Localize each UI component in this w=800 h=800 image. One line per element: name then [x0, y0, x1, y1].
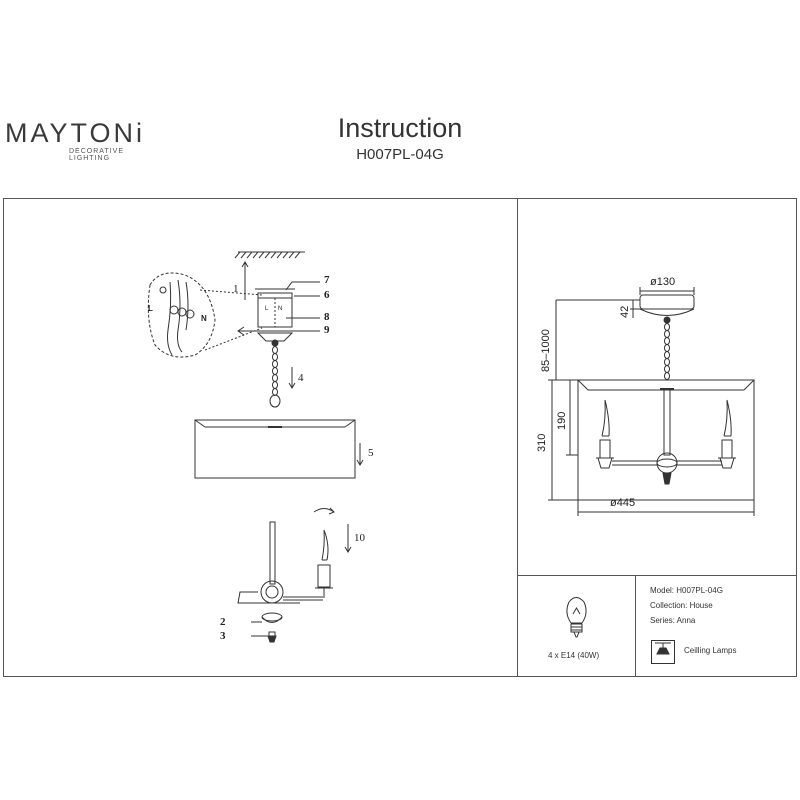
spec-model: Model: H007PL-04G	[650, 586, 723, 595]
dim-shade-height: 190	[556, 411, 568, 430]
spec-collection: Collection: House	[650, 601, 713, 610]
spec-category: Ceilling Lamps	[684, 646, 737, 655]
frame-divider-vertical	[517, 198, 518, 677]
ceiling-hatch	[234, 251, 305, 259]
candle-left	[596, 399, 614, 469]
callout-10: 10	[354, 532, 365, 544]
rotate-icon	[313, 507, 335, 515]
chain	[269, 346, 281, 408]
callout-9: 9	[324, 324, 330, 336]
callout-leaders	[237, 281, 320, 637]
arrow-up-icon	[241, 261, 249, 300]
callout-7: 7	[324, 274, 330, 286]
frame-divider-horizontal	[517, 575, 797, 576]
callout-1: 1	[233, 283, 239, 295]
wire-label-n-small: N	[278, 306, 283, 312]
lamp-frame	[237, 521, 333, 604]
drawing-frame	[3, 198, 797, 677]
dim-canopy-height: 42	[619, 305, 631, 318]
model-heading: H007PL-04G	[356, 146, 444, 163]
brand-logo: MAYTONi DECORATIVE LIGHTING	[5, 118, 155, 162]
dim-shade-diameter: ø445	[610, 497, 636, 509]
ceiling-lamp-icon	[655, 642, 671, 655]
bulb-spec: 4 x E14 (40W)	[548, 651, 600, 660]
callout-5: 5	[368, 447, 374, 459]
callout-2: 2	[220, 616, 226, 628]
wire-label-l: L	[148, 304, 153, 313]
arrow-down-icon	[344, 524, 352, 553]
callout-8: 8	[324, 311, 330, 323]
dim-height-range: 85–1000	[540, 329, 552, 372]
ceiling-lamp-icon-box	[651, 640, 675, 664]
dim-total-height: 310	[536, 433, 548, 452]
dim-canopy-diameter: ø130	[650, 276, 676, 288]
dimension-lines	[548, 287, 755, 516]
finial-part	[267, 631, 277, 643]
lamp-shade	[194, 419, 356, 479]
frame-elevation	[612, 389, 722, 485]
frame-divider-info	[635, 575, 636, 677]
canopy-elevation	[639, 294, 695, 324]
callout-4: 4	[298, 372, 304, 384]
callout-3: 3	[220, 630, 226, 642]
brand-tagline: DECORATIVE LIGHTING	[69, 148, 124, 162]
wiring-detail	[147, 272, 263, 358]
wire-label-n: N	[201, 314, 207, 323]
arrow-down-icon	[356, 443, 364, 466]
candle-right	[718, 399, 736, 469]
brand-name: MAYTONi	[5, 118, 146, 148]
arrow-down-icon	[288, 367, 296, 389]
lightbulb-icon	[566, 597, 587, 638]
spec-series: Series: Anna	[650, 616, 696, 625]
cap-part	[261, 612, 283, 623]
chain-elevation	[664, 323, 670, 380]
wire-label-l-small: L	[265, 306, 269, 312]
canopy	[255, 288, 295, 347]
callout-6: 6	[324, 289, 330, 301]
page-title: Instruction	[337, 113, 463, 143]
